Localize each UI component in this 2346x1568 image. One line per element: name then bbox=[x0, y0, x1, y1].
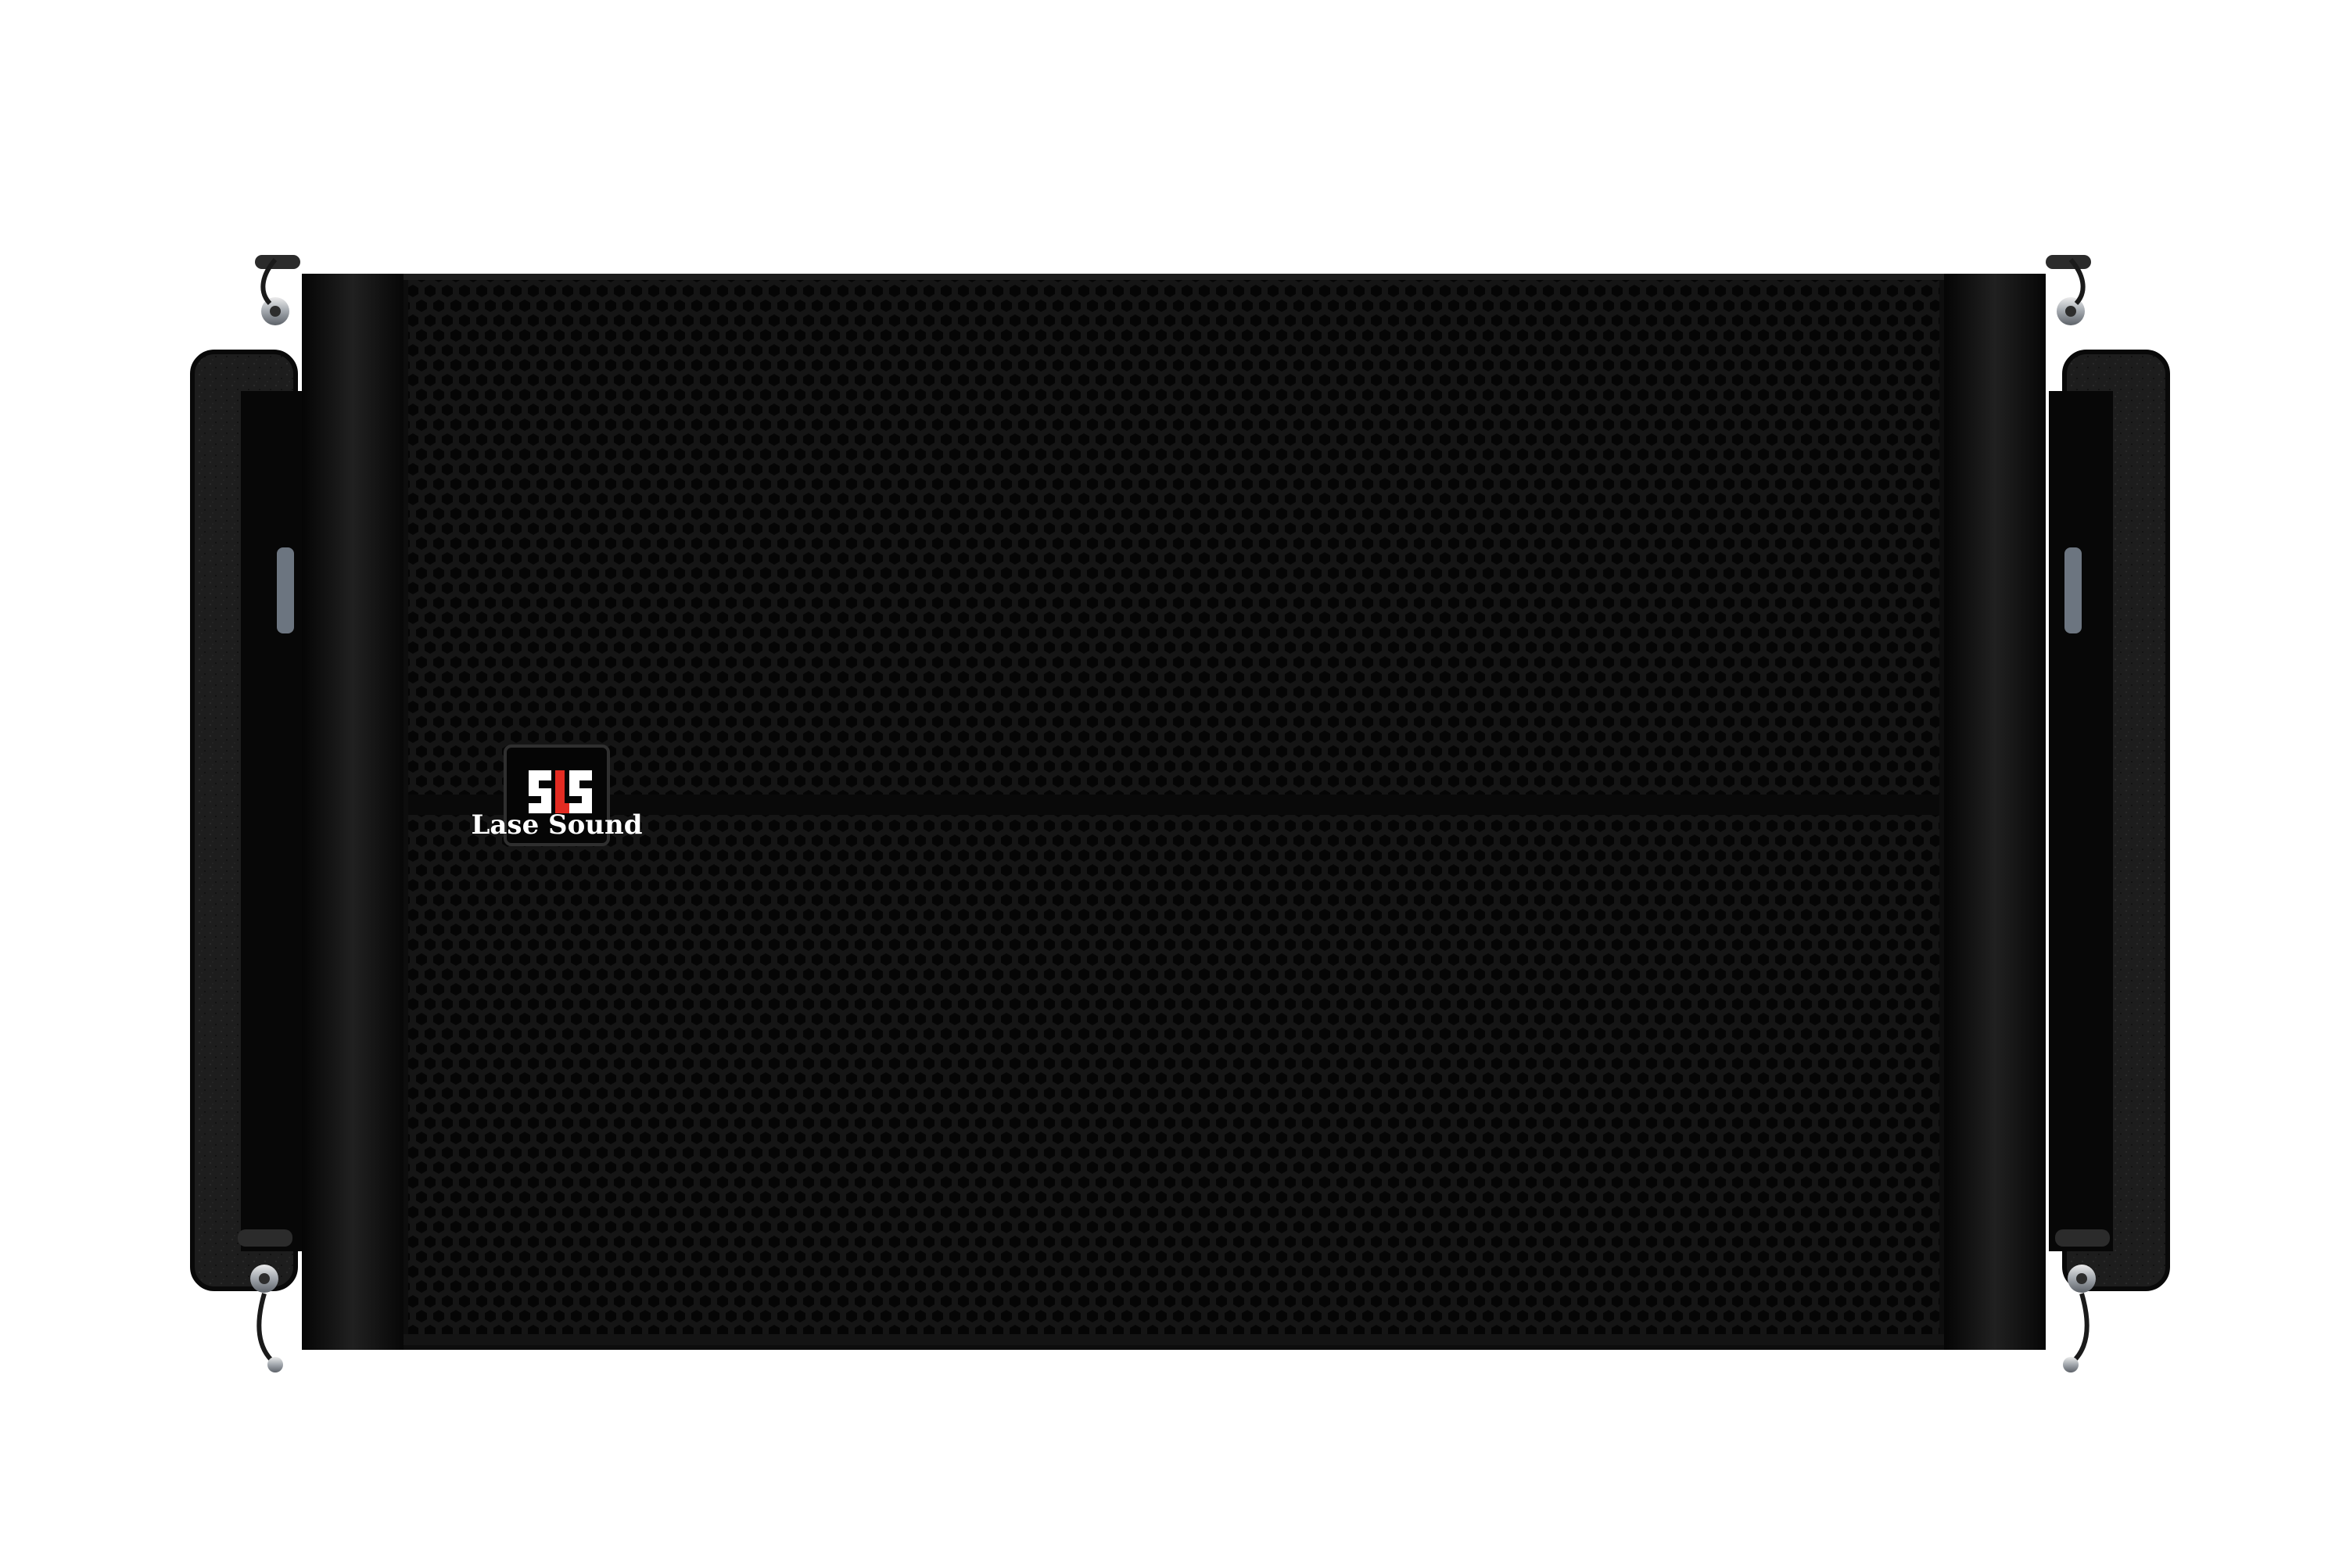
bottom-right-rigging-icon bbox=[2055, 1229, 2110, 1372]
bottom-left-rigging-icon bbox=[238, 1229, 292, 1372]
brand-label: Lase Sound bbox=[472, 809, 643, 841]
left-side-enclosure bbox=[190, 350, 305, 1291]
lower-grille bbox=[408, 815, 1939, 1334]
brand-logo-badge: Lase Sound bbox=[472, 745, 643, 846]
top-right-rigging-icon bbox=[2046, 255, 2091, 325]
grille-divider bbox=[408, 795, 1939, 815]
top-left-rigging-icon bbox=[255, 255, 300, 325]
right-side-enclosure bbox=[2049, 350, 2170, 1291]
ls-monogram-icon bbox=[529, 770, 592, 813]
upper-grille bbox=[408, 280, 1939, 795]
